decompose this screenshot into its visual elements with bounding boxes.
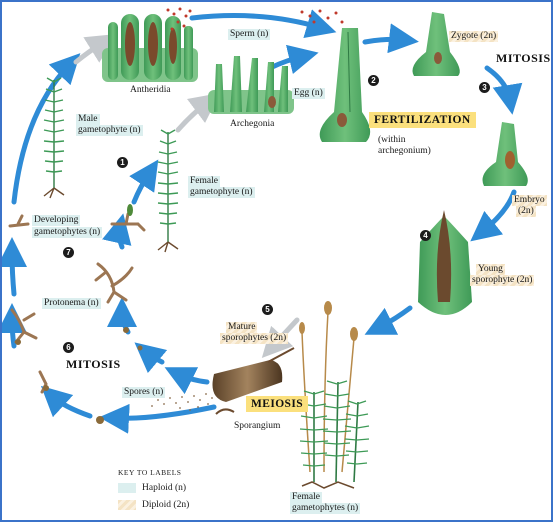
female-gametophytes-label: Female [290,492,322,503]
female-gametophyte-art [157,129,179,253]
haploid-swatch [118,483,136,493]
mature-sporophytes-label-2: sporophytes (2n) [220,333,289,344]
mature-sporophytes-label: Mature [226,322,258,333]
young-sporophyte-label-2: sporophyte (2n) [470,275,535,286]
antheridia-label: Antheridia [130,85,171,95]
embryo-label: Embryo [512,195,547,206]
key-title: KEY TO LABELS [118,468,182,477]
young-sporophyte-art [418,210,472,315]
haploid-key-label: Haploid (n) [142,483,187,493]
archegonia-art [208,56,294,114]
sporangium-art [151,347,295,415]
protonema-label: Protonema (n) [42,298,101,309]
mitosis-label-bottom: MITOSIS [66,357,121,371]
step-4-marker: 4 [420,230,431,241]
egg-label: Egg (n) [292,88,325,99]
male-gametophyte-label: Male [76,114,100,125]
meiosis-banner: MEIOSIS [246,396,309,412]
step-6-marker: 6 [63,342,74,353]
female-gametophyte-label: Female [188,176,220,187]
fertilization-archegonium-art [319,28,371,142]
step-5-marker: 5 [262,304,273,315]
male-gametophyte-label-2: gametophyte (n) [76,125,143,136]
male-gametophyte-art [43,77,65,199]
developing-gametophytes-label: Developing [32,215,81,226]
fertilization-note: (within [378,135,406,145]
female-gametophyte-label-2: gametophyte (n) [188,187,255,198]
young-sporophyte-label: Young [476,264,505,275]
sporangium-label: Sporangium [234,421,281,431]
embryo-label-2: (2n) [516,206,536,217]
female-gametophytes-label-2: gametophytes (n) [290,503,361,514]
zygote-label: Zygote (2n) [449,31,499,42]
diploid-key-label: Diploid (2n) [142,500,190,510]
developing-gametophytes-label-2: gametophytes (n) [32,227,103,238]
spore-dots [15,327,143,424]
step-3-marker: 3 [479,82,490,93]
antheridia-art [102,7,344,82]
step-1-marker: 1 [117,157,128,168]
fertilization-note-2: archegonium) [378,146,431,156]
archegonia-label: Archegonia [230,119,275,129]
embryo-art [482,122,528,186]
protonema-art [8,212,146,394]
spores-label: Spores (n) [122,387,166,398]
fertilization-banner: FERTILIZATION [369,112,476,128]
diploid-swatch [118,500,136,510]
young-bud [127,204,133,216]
mitosis-label-top: MITOSIS [496,51,551,65]
zygote-art [412,12,460,76]
sperm-label: Sperm (n) [228,29,271,40]
step-2-marker: 2 [368,75,379,86]
step-7-marker: 7 [63,247,74,258]
mature-plant-art [299,301,370,489]
